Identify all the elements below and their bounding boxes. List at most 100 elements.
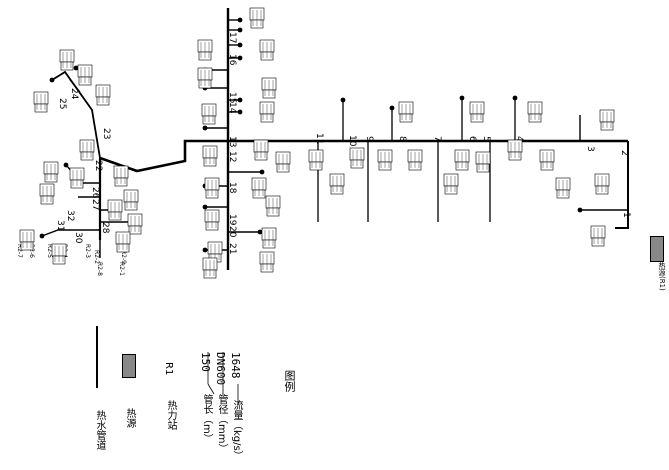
node-number-3: 3 — [585, 146, 595, 152]
station-label-stamp — [527, 101, 543, 123]
legend-title: 图例 — [283, 370, 296, 392]
node-number-26: 26 — [90, 187, 100, 199]
node-number-9: 9 — [364, 136, 374, 142]
station-label-stamp — [349, 147, 365, 169]
node-number-21: 21 — [227, 243, 237, 254]
station-label-stamp — [377, 149, 393, 171]
station-tag: R2-1 — [118, 262, 125, 276]
station-label-stamp — [265, 195, 281, 217]
node-number-6: 6 — [467, 136, 477, 142]
station-label-stamp — [33, 91, 49, 113]
pipe-end-node — [73, 65, 79, 71]
node-number-14: 14 — [227, 102, 237, 114]
station-label-stamp — [469, 101, 485, 123]
station-label-stamp — [555, 177, 571, 199]
station-label-stamp — [275, 151, 291, 173]
station-label-stamp — [113, 165, 129, 187]
node-number-30: 30 — [73, 232, 83, 244]
pipe-end-node — [39, 233, 45, 239]
pipe-end-node — [202, 247, 208, 253]
station-label-stamp — [539, 149, 555, 171]
station-label-stamp — [69, 167, 85, 189]
pipe-end-node — [389, 105, 395, 111]
pipe-end-node — [512, 95, 518, 101]
legend-leader-lines — [207, 352, 239, 405]
node-number-10: 10 — [347, 135, 357, 147]
legend-pipe-symbol — [96, 326, 98, 388]
station-label-stamp — [204, 177, 220, 199]
legend-length-value: 150 — [199, 352, 212, 372]
node-number-2: 2 — [619, 150, 629, 156]
legend-pipe-caption: 热水管道 — [94, 410, 105, 450]
pipe-end-node — [49, 77, 55, 83]
pipe-end-node — [237, 97, 243, 103]
station-label-stamp — [308, 149, 324, 171]
node-number-19: 19 — [227, 214, 237, 226]
station-label-stamp — [475, 151, 491, 173]
station-label-stamp — [261, 77, 277, 99]
node-number-20: 20 — [227, 226, 237, 238]
pipe-end-node — [577, 207, 583, 213]
station-tag: R2-6 — [28, 244, 35, 258]
station-label-stamp — [79, 139, 95, 161]
node-number-11: 11 — [314, 133, 324, 144]
station-label-stamp — [197, 67, 213, 89]
pipe-end-node — [63, 162, 69, 168]
station-label-stamp — [107, 199, 123, 221]
pipe-end-node — [237, 17, 243, 23]
station-label-stamp — [201, 103, 217, 125]
station-label-stamp — [115, 231, 131, 253]
station-label-stamp — [204, 209, 220, 231]
pipe-end-node — [259, 169, 265, 175]
node-number-5: 5 — [481, 136, 491, 142]
node-number-17: 17 — [227, 32, 237, 43]
pipe-end-node — [340, 97, 346, 103]
legend-flow-value: 1648 — [229, 352, 242, 379]
pipe-segment — [615, 141, 629, 229]
node-number-32: 32 — [65, 210, 75, 221]
node-number-27: 27 — [90, 199, 100, 210]
station-tag: R2-7 — [16, 244, 23, 258]
station-label-stamp — [259, 251, 275, 273]
legend-length-caption: 管长（m） — [201, 394, 212, 444]
station-label-stamp — [398, 101, 414, 123]
node-number-7: 7 — [432, 136, 442, 142]
legend-diameter-value: DN600 — [214, 352, 227, 386]
heat-source-label: 热源(R1) — [658, 262, 666, 291]
station-label-stamp — [59, 49, 75, 71]
node-number-15: 15 — [227, 92, 237, 103]
node-number-24: 24 — [69, 88, 79, 100]
station-label-stamp — [202, 257, 218, 279]
station-label-stamp — [77, 64, 93, 86]
station-label-stamp — [51, 243, 67, 265]
station-label-stamp — [259, 101, 275, 123]
heat-source-box — [650, 236, 664, 262]
node-number-12: 12 — [227, 151, 237, 162]
legend-source-caption: 热源 — [124, 408, 135, 428]
station-label-stamp — [251, 177, 267, 199]
station-label-stamp — [599, 109, 615, 131]
station-label-stamp — [95, 84, 111, 106]
node-number-18: 18 — [227, 182, 237, 194]
legend-flow-caption: 流量（kg/s） — [231, 400, 242, 461]
station-tag: R2-2 — [93, 250, 100, 264]
pipe-end-node — [237, 55, 243, 61]
station-label-stamp — [249, 7, 265, 29]
pipe-segment — [69, 79, 81, 93]
pipe-end-node — [237, 109, 243, 115]
station-label-stamp — [261, 227, 277, 249]
station-label-stamp — [253, 139, 269, 161]
station-tag: R2-9 — [120, 250, 127, 264]
node-number-23: 23 — [101, 128, 111, 139]
station-label-stamp — [127, 213, 143, 235]
station-label-stamp — [507, 139, 523, 161]
station-tag: R2-3 — [84, 244, 91, 258]
pipe-end-node — [202, 125, 208, 131]
station-label-stamp — [594, 173, 610, 195]
station-tag: R2-8 — [96, 262, 103, 276]
legend-station-id: R1 — [163, 362, 174, 376]
node-number-25: 25 — [57, 98, 67, 109]
pipe-end-node — [257, 229, 263, 235]
